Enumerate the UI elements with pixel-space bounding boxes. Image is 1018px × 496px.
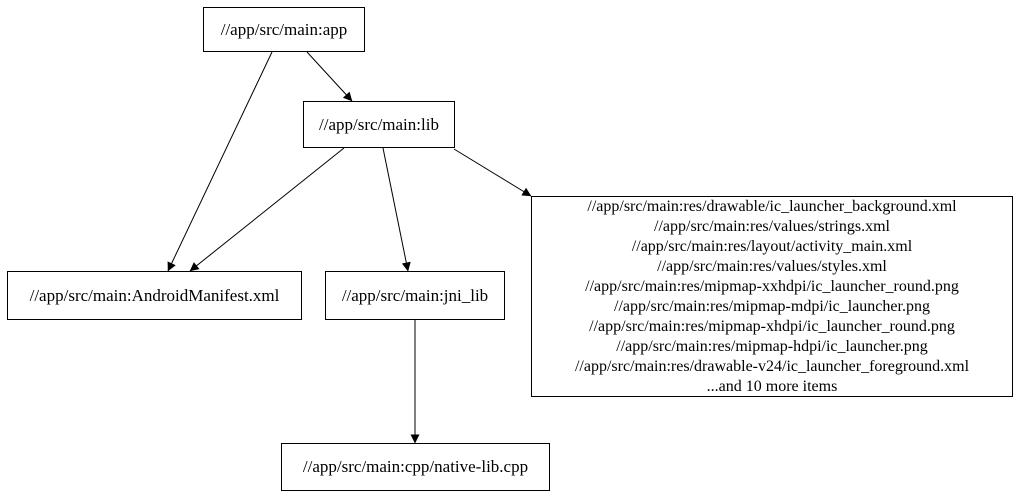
node-jni-lib-label: //app/src/main:jni_lib <box>341 285 489 305</box>
node-lib: //app/src/main:lib <box>303 101 455 148</box>
node-app-label: //app/src/main:app <box>220 19 348 39</box>
node-res-files-group: //app/src/main:res/drawable/ic_launcher_… <box>531 196 1013 397</box>
res-file-path: //app/src/main:res/mipmap-hdpi/ic_launch… <box>616 337 928 355</box>
edge-lib-to-res-group <box>453 148 532 197</box>
node-android-manifest: //app/src/main:AndroidManifest.xml <box>7 271 302 320</box>
node-android-manifest-label: //app/src/main:AndroidManifest.xml <box>29 285 280 305</box>
res-file-path: //app/src/main:res/mipmap-xxhdpi/ic_laun… <box>585 277 959 295</box>
node-app: //app/src/main:app <box>203 7 365 52</box>
edge-lib-to-manifest <box>189 147 345 272</box>
edge-app-to-manifest <box>167 51 273 272</box>
res-file-path: //app/src/main:res/values/styles.xml <box>657 257 887 275</box>
res-file-path: //app/src/main:res/drawable-v24/ic_launc… <box>574 357 970 375</box>
node-native-lib-cpp: //app/src/main:cpp/native-lib.cpp <box>281 443 550 491</box>
res-file-path: //app/src/main:res/layout/activity_main.… <box>631 237 913 255</box>
res-file-path: //app/src/main:res/mipmap-mdpi/ic_launch… <box>614 297 930 315</box>
res-file-path: //app/src/main:res/mipmap-xhdpi/ic_launc… <box>589 317 955 335</box>
node-lib-label: //app/src/main:lib <box>319 114 439 134</box>
node-native-lib-cpp-label: //app/src/main:cpp/native-lib.cpp <box>302 457 529 476</box>
res-file-path: //app/src/main:res/values/strings.xml <box>654 217 890 235</box>
edge-lib-to-jni-lib <box>382 147 411 272</box>
res-more-items-note: ...and 10 more items <box>706 377 838 395</box>
edge-app-to-lib <box>306 51 353 102</box>
node-jni-lib: //app/src/main:jni_lib <box>325 271 505 320</box>
res-file-path: //app/src/main:res/drawable/ic_launcher_… <box>587 197 957 215</box>
